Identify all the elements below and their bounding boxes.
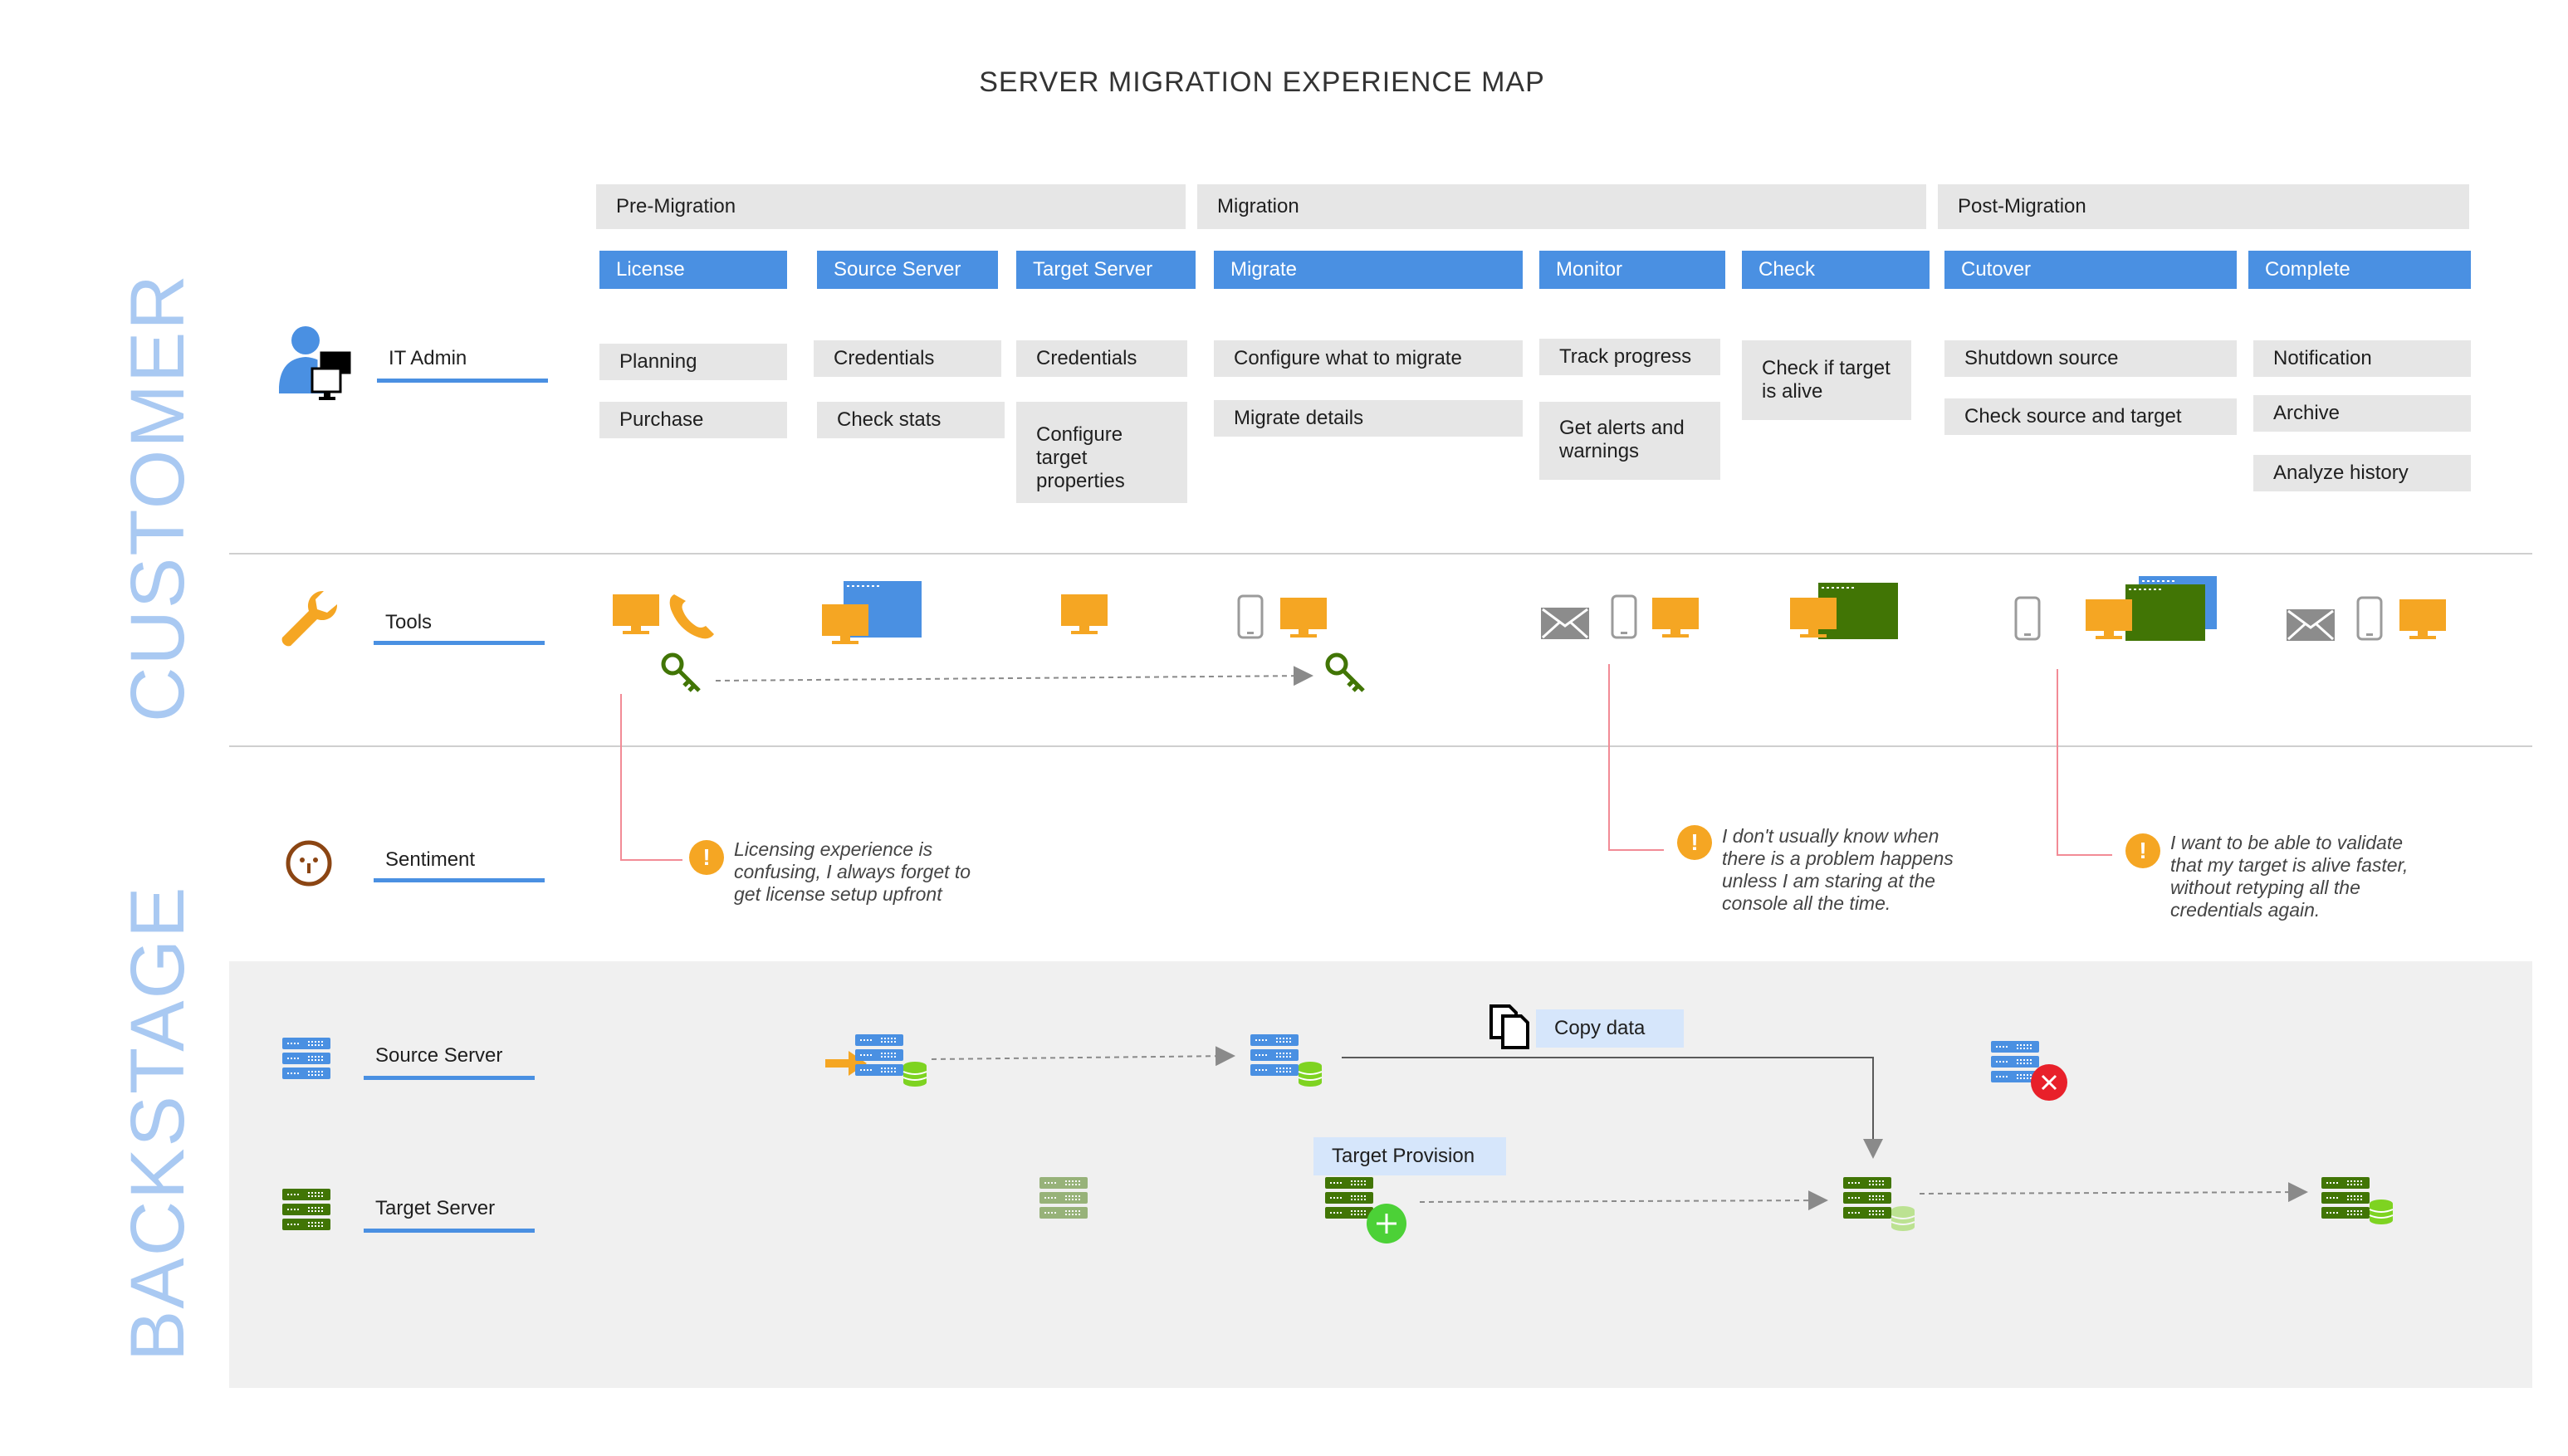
warning-icon: ! (689, 840, 724, 875)
stage-target-server: Target Server (1016, 251, 1196, 289)
phase-post-migration: Post-Migration (1938, 184, 2469, 229)
stage-license: License (599, 251, 787, 289)
task-check-source-target: Check source and target (1944, 398, 2237, 435)
server-blue-icon (281, 1037, 331, 1080)
stage-migrate: Migrate (1214, 251, 1523, 289)
customer-separator-1 (229, 553, 2532, 555)
task-check-stats: Check stats (817, 402, 1005, 438)
sentiment-label: Sentiment (385, 848, 476, 871)
sentiment-quote-monitor: I don't usually know when there is a pro… (1722, 825, 1954, 914)
database-icon (902, 1061, 927, 1087)
arrow-in-icon (825, 1051, 867, 1076)
tools-underline (374, 641, 545, 645)
it-admin-label: IT Admin (389, 347, 467, 369)
page-title: SERVER MIGRATION EXPERIENCE MAP (979, 66, 1545, 98)
task-shutdown-source: Shutdown source (1944, 340, 2237, 377)
warning-icon: ! (1677, 825, 1712, 860)
stage-cutover: Cutover (1944, 251, 2237, 289)
it-admin-underline (377, 379, 548, 383)
database-icon (1298, 1061, 1323, 1087)
tools-label: Tools (385, 611, 433, 633)
source-server-row-label: Source Server (375, 1044, 503, 1067)
customer-separator-2 (229, 745, 2532, 747)
server-blue-icon (1250, 1033, 1299, 1077)
task-archive: Archive (2253, 395, 2471, 432)
copy-data-tag: Copy data (1536, 1009, 1684, 1048)
task-notification: Notification (2253, 340, 2471, 377)
stage-complete: Complete (2248, 251, 2471, 289)
task-track-progress: Track progress (1539, 339, 1720, 375)
server-blue-icon (854, 1033, 904, 1077)
server-blue-icon (1990, 1040, 2040, 1083)
sentiment-quote-check: I want to be able to validate that my ta… (2170, 832, 2409, 921)
phone-icon (669, 594, 714, 639)
database-icon (1891, 1205, 1915, 1232)
stage-monitor: Monitor (1539, 251, 1725, 289)
server-green-icon (1039, 1176, 1088, 1219)
wrench-icon (277, 588, 340, 655)
task-configure-target: Configure target properties (1016, 402, 1187, 503)
warning-icon: ! (2125, 833, 2160, 868)
sentiment-quote-license: Licensing experience is confusing, I alw… (734, 838, 971, 905)
server-green-icon (281, 1188, 331, 1231)
source-server-underline (364, 1076, 535, 1080)
copy-icon (1489, 1004, 1529, 1049)
server-green-icon (1842, 1176, 1892, 1219)
browser-window-icon (2125, 576, 2217, 641)
task-purchase: Purchase (599, 402, 787, 438)
server-green-icon (2321, 1176, 2370, 1219)
target-server-row-label: Target Server (375, 1197, 496, 1219)
error-icon (2031, 1064, 2067, 1101)
task-planning: Planning (599, 344, 787, 380)
task-target-credentials: Credentials (1016, 340, 1187, 377)
stage-source-server: Source Server (817, 251, 998, 289)
server-green-icon (1324, 1176, 1374, 1219)
task-source-credentials: Credentials (814, 340, 1001, 377)
task-configure-migrate: Configure what to migrate (1214, 340, 1523, 377)
task-check-alive: Check if target is alive (1742, 340, 1911, 420)
database-icon (2369, 1199, 2394, 1225)
task-analyze-history: Analyze history (2253, 455, 2471, 491)
sentiment-underline (374, 878, 545, 882)
task-alerts-warnings: Get alerts and warnings (1539, 402, 1720, 480)
phase-pre-migration: Pre-Migration (596, 184, 1186, 229)
add-icon (1367, 1204, 1406, 1243)
neutral-face-icon (284, 838, 334, 892)
phase-migration: Migration (1197, 184, 1926, 229)
user-computer-icon (276, 322, 359, 409)
task-migrate-details: Migrate details (1214, 400, 1523, 437)
stage-check: Check (1742, 251, 1930, 289)
browser-window-icon (1818, 583, 1898, 639)
target-provision-tag: Target Provision (1313, 1137, 1506, 1175)
target-server-underline (364, 1229, 535, 1233)
